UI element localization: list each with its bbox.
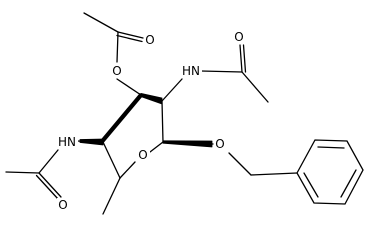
bond-phenyl-inner-b [340,169,357,198]
bond-c5-methyl [102,177,121,215]
bond-phenyl-inner-a [317,146,345,149]
bond-c1-ring-oxygen [149,141,164,153]
atom-label-acetoxy-ester-oxygen: O [112,64,121,78]
bond-right-carbonyl-nh [200,70,243,73]
bond-left-carbonyl-double-a [38,172,62,198]
bond-ring-oxygen-c5 [119,161,136,179]
wedge-c1-benzyloxy [162,140,213,148]
bond-right-acetyl-methyl [241,71,269,103]
bond-nh-left-carbonyl [38,149,59,174]
atom-label-ring-oxygen: O [138,148,147,162]
molecule-structure: O O HN O HN O O O [5,12,364,215]
atom-label-right-nh: HN [182,64,200,78]
atom-labels: O O HN O HN O O O [56,30,246,212]
bond-right-carbonyl-double-a [239,44,243,73]
bond-ester-oxygen-c3 [116,78,142,96]
bond-left-carbonyl-double-b [35,174,60,201]
atom-label-left-carbonyl-oxygen: O [58,198,67,212]
wedge-c4-nh [79,138,104,146]
stereo-bonds [79,93,213,148]
atom-label-right-carbonyl-oxygen: O [234,30,243,44]
wedge-c4-c3 [100,93,143,144]
atom-label-benzyloxy-oxygen: O [215,137,224,151]
bond-acetoxy-methyl [83,12,119,33]
bond-acetoxy-carbonyl-double-b [116,34,143,43]
bond-left-carbonyl-methyl [5,171,40,174]
bond-phenyl-ring [296,139,364,205]
atom-label-left-nh: HN [58,135,76,149]
bond-phenyl-inner-c [303,172,319,198]
bond-right-carbonyl-double-b [242,44,247,73]
bond-c5-c4 [102,141,121,179]
bond-acetoxy-carbonyl-double-a [117,31,144,39]
bond-group [5,12,364,215]
bond-benzyloxy-oxygen-ch2 [228,152,252,176]
bond-ch2-phenyl [250,172,298,176]
bond-nh-c2 [161,78,183,102]
atom-label-acetoxy-carbonyl-oxygen: O [145,33,154,47]
wedge-c3-c2 [140,93,163,105]
bond-acetoxy-carbonyl-ester [116,31,119,63]
bond-c2-c1 [161,100,164,143]
